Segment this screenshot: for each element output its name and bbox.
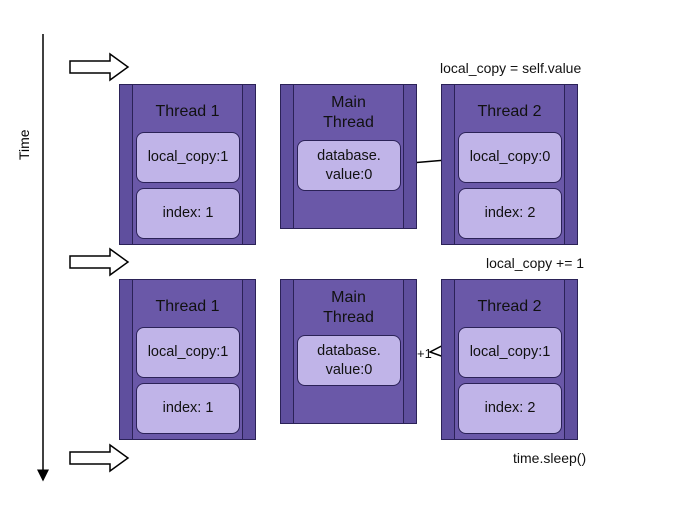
thread1-box-row2: Thread 1 local_copy:1 index: 1 <box>119 279 256 440</box>
increment-label: +1 <box>417 346 432 361</box>
thread1-box-row1: Thread 1 local_copy:1 index: 1 <box>119 84 256 245</box>
thread1-title: Thread 1 <box>155 298 220 315</box>
step-arrow-2 <box>69 247 130 277</box>
thread2-index-cell: index: 2 <box>458 383 562 434</box>
step-arrow-1 <box>69 52 130 82</box>
time-axis-label: Time <box>16 129 32 160</box>
database-value-cell: database.value:0 <box>297 335 401 386</box>
step-annotation-3: time.sleep() <box>513 450 587 466</box>
thread2-title: Thread 2 <box>477 298 542 315</box>
thread1-index-cell: index: 1 <box>136 383 240 434</box>
thread2-local-copy-cell: local_copy:1 <box>458 327 562 378</box>
database-value-cell: database.value:0 <box>297 140 401 191</box>
thread2-box-row2: Thread 2 local_copy:1 index: 2 <box>441 279 578 440</box>
step-annotation-1: local_copy = self.value <box>440 60 582 76</box>
thread2-local-copy-cell: local_copy:0 <box>458 132 562 183</box>
thread2-title: Thread 2 <box>477 103 542 120</box>
step-arrow-3 <box>69 443 130 473</box>
thread1-index-cell: index: 1 <box>136 188 240 239</box>
thread1-title: Thread 1 <box>155 103 220 120</box>
thread2-box-row1: Thread 2 local_copy:0 index: 2 <box>441 84 578 245</box>
thread2-index-cell: index: 2 <box>458 188 562 239</box>
thread1-local-copy-cell: local_copy:1 <box>136 327 240 378</box>
step-annotation-2: local_copy += 1 <box>486 255 585 271</box>
thread1-local-copy-cell: local_copy:1 <box>136 132 240 183</box>
